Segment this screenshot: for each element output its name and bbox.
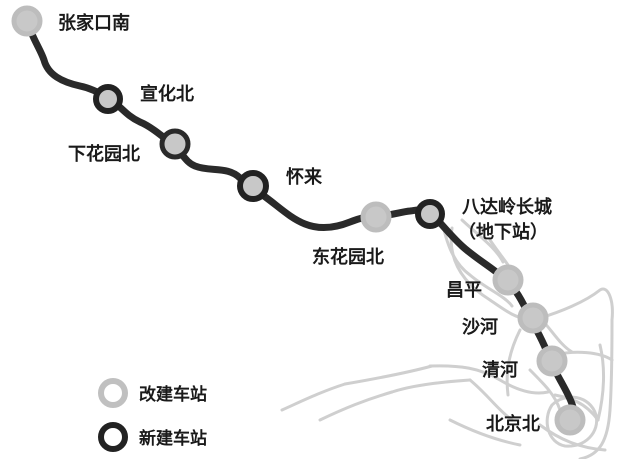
renovated-station-marker (360, 201, 392, 233)
station-label: 清河 (482, 360, 518, 381)
legend: 改建车站 新建车站 (98, 378, 207, 452)
renovated-station-marker (492, 264, 524, 296)
new-station-marker (237, 170, 269, 202)
station-qinghe: 清河 (482, 345, 568, 381)
new-station-marker (93, 84, 123, 114)
legend-item-new: 新建车站 (98, 422, 207, 452)
legend-item-renovated: 改建车站 (98, 378, 207, 408)
station-label: 宣化北 (140, 83, 194, 105)
renovated-station-icon (98, 378, 128, 408)
station-label: 昌平 (446, 280, 482, 301)
station-shahe: 沙河 (462, 302, 549, 338)
station-label: 沙河 (462, 317, 498, 338)
legend-label: 新建车站 (139, 428, 207, 449)
legend-label: 改建车站 (139, 384, 207, 405)
renovated-station-marker (554, 404, 586, 436)
renovated-station-marker (536, 345, 568, 377)
renovated-station-marker (159, 128, 191, 160)
station-beijing-bei: 北京北 (486, 404, 586, 436)
station-changping: 昌平 (446, 264, 524, 301)
station-label: 东花园北 (312, 246, 384, 268)
station-badaling: 八达岭长城 （地下站） (415, 196, 552, 243)
station-label: 怀来 (286, 167, 323, 188)
station-label: 八达岭长城 (462, 196, 552, 218)
station-label: 张家口南 (58, 12, 130, 34)
renovated-station-marker (517, 302, 549, 334)
renovated-station-marker (11, 5, 43, 37)
station-label: 下花园北 (68, 143, 140, 165)
new-station-icon (98, 422, 128, 452)
station-huailai: 怀来 (237, 167, 323, 202)
station-sublabel: （地下站） (458, 221, 548, 243)
station-xuanhua-bei: 宣化北 (93, 83, 194, 114)
station-xiahuayuan-bei: 下花园北 (68, 128, 191, 165)
station-donghuayuan-bei: 东花园北 (312, 201, 392, 268)
station-label: 北京北 (486, 413, 540, 435)
new-station-marker (415, 199, 445, 229)
station-zhangjiakou-nan: 张家口南 (11, 5, 130, 37)
